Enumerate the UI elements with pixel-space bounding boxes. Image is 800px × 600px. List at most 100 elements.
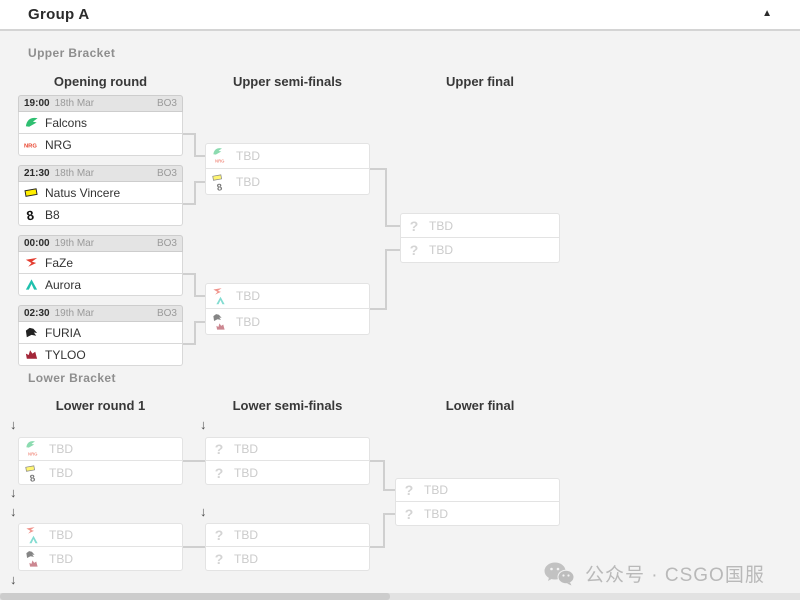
furia-logo-icon — [24, 325, 39, 340]
match-time: 19:00 — [24, 98, 50, 109]
team-name: Natus Vincere — [45, 185, 121, 200]
tbd-slot[interactable]: TBD — [18, 523, 183, 547]
tbd-label: TBD — [429, 218, 453, 233]
tbd-slot[interactable]: TBD — [205, 169, 370, 195]
match-furia-tyloo: 02:30 19th Mar BO3 FURIA TYLOO — [18, 305, 183, 366]
tbd-label: TBD — [424, 506, 448, 521]
team-row-aurora[interactable]: Aurora — [18, 274, 183, 296]
aurora-logo-icon — [215, 295, 226, 306]
team-name: B8 — [45, 207, 60, 222]
match-time: 21:30 — [24, 168, 50, 179]
bracket-connector — [385, 225, 400, 227]
lower-semi-final-1: ? TBD ? TBD — [205, 437, 370, 485]
match-date: 18th Mar — [54, 98, 95, 109]
match-header: 19:00 18th Mar BO3 — [18, 95, 183, 112]
column-header-upper-final: Upper final — [446, 74, 514, 89]
tbd-slot[interactable]: ? TBD — [205, 523, 370, 547]
match-header: 21:30 18th Mar BO3 — [18, 165, 183, 182]
natus-vincere-logo-icon — [24, 185, 39, 200]
unknown-team-icon: ? — [409, 217, 419, 234]
upper-bracket-label: Upper Bracket — [28, 46, 116, 60]
tbd-slot[interactable]: ? TBD — [205, 547, 370, 571]
tbd-slot[interactable]: TBD — [205, 309, 370, 335]
drop-down-arrow-icon: ↓ — [10, 572, 17, 587]
tbd-label: TBD — [236, 289, 260, 303]
drop-down-arrow-icon: ↓ — [200, 417, 207, 432]
tbd-slot[interactable]: TBD — [205, 283, 370, 309]
tbd-slot[interactable]: TBD — [18, 437, 183, 461]
bracket-connector — [383, 513, 395, 515]
bracket-connector — [194, 155, 205, 157]
upper-final: ? TBD ? TBD — [400, 213, 560, 263]
bracket-connector — [183, 133, 194, 135]
tbd-slot[interactable]: ? TBD — [205, 437, 370, 461]
horizontal-scrollbar-thumb[interactable] — [0, 593, 390, 600]
faze-logo-icon — [24, 255, 39, 270]
team-row-b8[interactable]: B8 — [18, 204, 183, 226]
collapse-caret-icon[interactable]: ▲ — [762, 8, 772, 19]
team-row-faze[interactable]: FaZe — [18, 252, 183, 274]
team-name: FaZe — [45, 255, 74, 270]
bracket-connector — [385, 168, 387, 227]
tbd-slot[interactable]: ? TBD — [400, 238, 560, 263]
bracket-connector — [194, 181, 196, 205]
match-time: 02:30 — [24, 308, 50, 319]
tbd-label: TBD — [49, 528, 73, 542]
column-header-upper-semi-finals: Upper semi-finals — [232, 74, 343, 89]
lower-round1-match-1: TBD TBD — [18, 437, 183, 485]
drop-down-arrow-icon: ↓ — [200, 504, 207, 519]
team-name: NRG — [45, 137, 72, 152]
bracket-connector — [383, 460, 385, 491]
bracket-connector — [194, 321, 205, 323]
tbd-slot[interactable]: ? TBD — [205, 461, 370, 485]
unknown-team-icon: ? — [214, 464, 224, 481]
lower-round1-match-2: TBD TBD — [18, 523, 183, 571]
bracket-connector — [183, 460, 205, 462]
nrg-logo-icon — [24, 137, 39, 152]
tbd-slot[interactable]: TBD — [18, 461, 183, 485]
team-row-navi[interactable]: Natus Vincere — [18, 182, 183, 204]
aurora-logo-icon — [24, 277, 39, 292]
tbd-slot[interactable]: TBD — [18, 547, 183, 571]
bracket-connector — [194, 273, 196, 297]
lower-bracket-label: Lower Bracket — [28, 371, 116, 385]
match-format: BO3 — [156, 238, 177, 249]
tyloo-logo-icon — [215, 321, 226, 332]
watermark-text: 公众号 · CSGO国服 — [585, 565, 765, 586]
tbd-slot[interactable]: TBD — [205, 143, 370, 169]
group-header: Group A ▲ — [0, 0, 800, 31]
tbd-label: TBD — [236, 149, 260, 163]
unknown-team-icon: ? — [214, 550, 224, 567]
team-row-furia[interactable]: FURIA — [18, 322, 183, 344]
tbd-label: TBD — [234, 551, 258, 566]
team-row-tyloo[interactable]: TYLOO — [18, 344, 183, 366]
match-falcons-nrg: 19:00 18th Mar BO3 Falcons NRG — [18, 95, 183, 156]
tbd-slot[interactable]: ? TBD — [395, 478, 560, 502]
group-title: Group A — [28, 6, 90, 23]
nrg-logo-icon — [28, 448, 39, 459]
tbd-slot[interactable]: ? TBD — [400, 213, 560, 238]
aurora-logo-icon — [28, 534, 39, 545]
tyloo-logo-icon — [24, 347, 39, 362]
unknown-team-icon: ? — [404, 482, 414, 498]
team-name: TYLOO — [45, 347, 86, 362]
unknown-team-icon: ? — [214, 441, 224, 457]
team-row-falcons[interactable]: Falcons — [18, 112, 183, 134]
column-header-lower-round-1: Lower round 1 — [55, 398, 146, 413]
tbd-slot[interactable]: ? TBD — [395, 502, 560, 526]
nrg-logo-icon — [215, 155, 226, 166]
lower-final: ? TBD ? TBD — [395, 478, 560, 526]
team-row-nrg[interactable]: NRG — [18, 134, 183, 156]
lower-semi-final-2: ? TBD ? TBD — [205, 523, 370, 571]
bracket-connector — [370, 308, 386, 310]
horizontal-scrollbar-track[interactable] — [0, 593, 800, 600]
match-navi-b8: 21:30 18th Mar BO3 Natus Vincere B8 — [18, 165, 183, 226]
drop-down-arrow-icon: ↓ — [10, 504, 17, 519]
unknown-team-icon: ? — [214, 527, 224, 543]
tbd-label: TBD — [424, 483, 448, 497]
unknown-team-icon: ? — [404, 505, 414, 522]
tbd-label: TBD — [49, 465, 73, 480]
b8-logo-icon — [28, 472, 39, 483]
team-name: FURIA — [45, 325, 81, 340]
